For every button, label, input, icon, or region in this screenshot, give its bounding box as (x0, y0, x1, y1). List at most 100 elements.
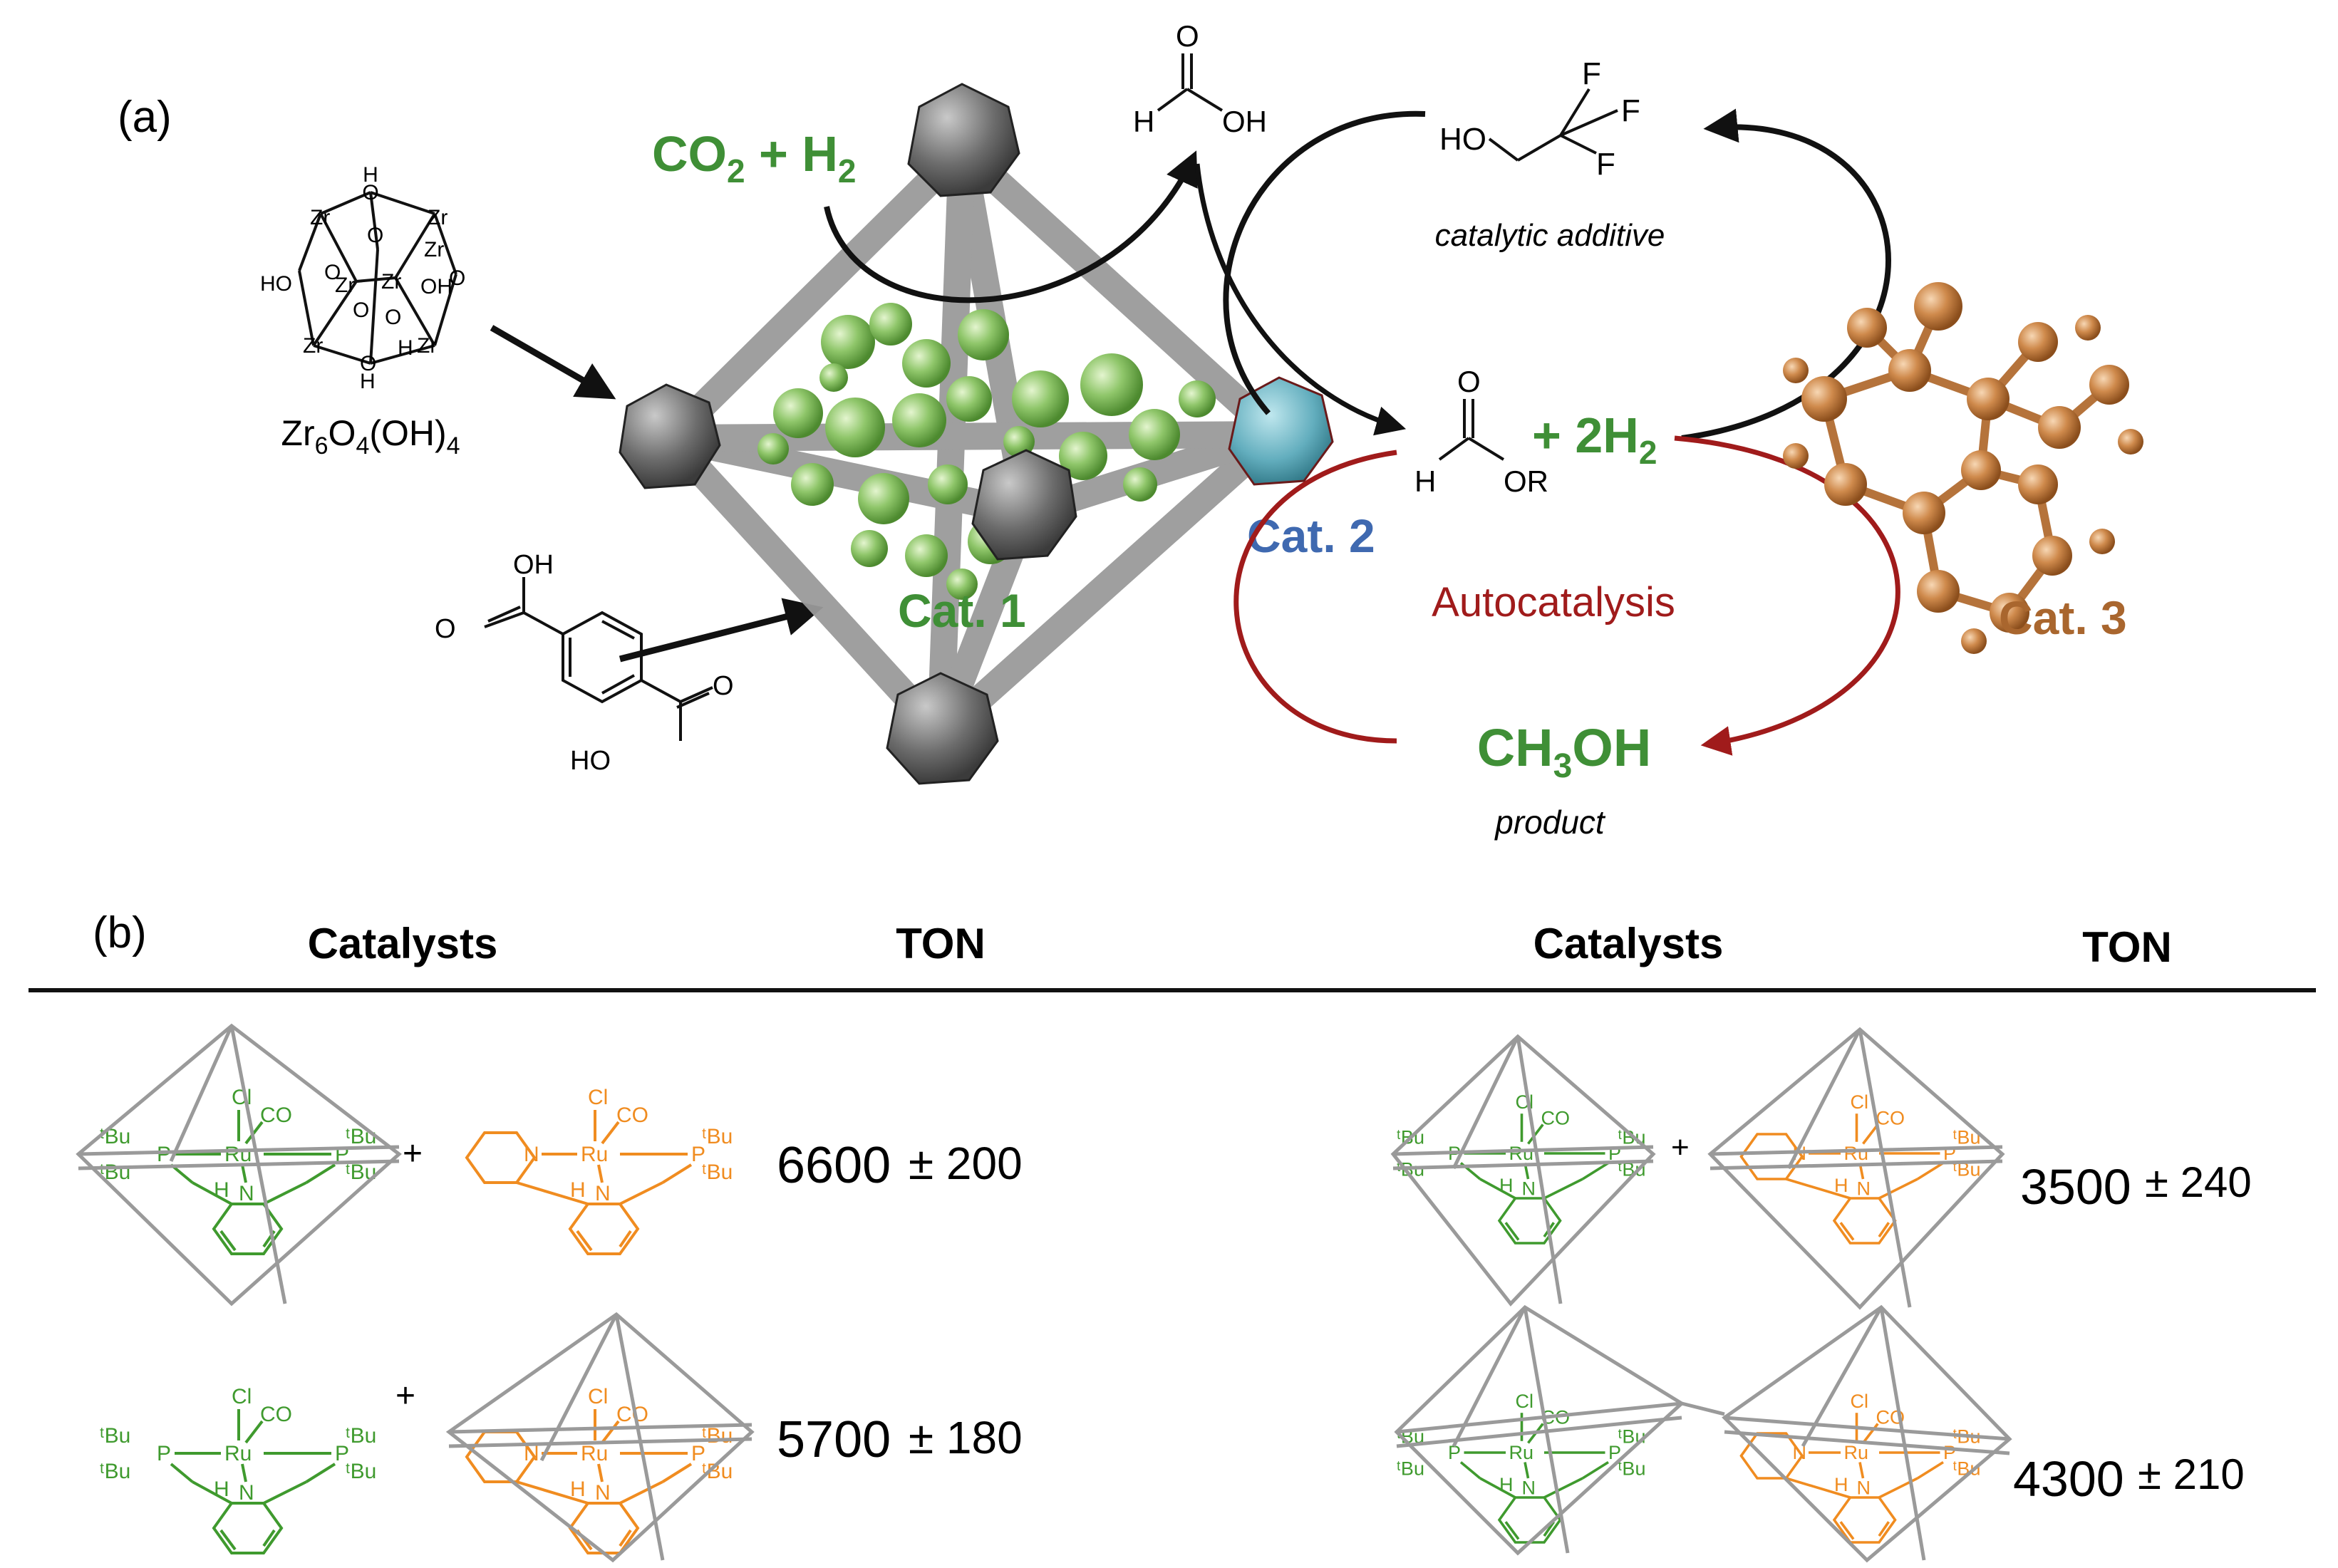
svg-text:Zr: Zr (381, 270, 401, 294)
n-atom: N (595, 1481, 611, 1505)
svg-text:F: F (1596, 147, 1615, 182)
linker-arrow (619, 598, 824, 663)
svg-text:H: H (360, 370, 376, 393)
mof-cage (1707, 1027, 2005, 1310)
h-atom: H (1834, 1474, 1848, 1495)
mof-node-center (971, 449, 1077, 561)
p-atom: P (691, 1442, 705, 1465)
zr-cluster-structure (298, 191, 457, 365)
h-atom: H (570, 1178, 586, 1202)
cl-ligand: Cl (588, 1385, 608, 1408)
svg-text:± 210: ± 210 (2138, 1450, 2245, 1498)
co-ligand: CO (1541, 1108, 1571, 1129)
plus-2h2: + 2H2 (1532, 407, 1657, 471)
ton-value-row2: 5700 ± 180 (777, 1411, 1023, 1468)
ton-value-row1: 6600 ± 200 (777, 1137, 1023, 1194)
svg-text:HO: HO (1439, 122, 1486, 157)
mof-octahedron (619, 83, 1334, 785)
ru-atom: Ru (1844, 1442, 1869, 1463)
panel-b-label: (b) (93, 908, 147, 957)
svg-text:4300: 4300 (2013, 1451, 2124, 1507)
svg-text:O: O (449, 266, 465, 290)
svg-text:5700: 5700 (777, 1411, 891, 1468)
cl-ligand: Cl (1851, 1091, 1869, 1113)
cat1-molecule (757, 303, 1216, 600)
additive-cycle-left (1223, 110, 1426, 415)
ru-atom: Ru (224, 1442, 252, 1465)
p-atom: P (335, 1442, 349, 1465)
cl-ligand: Cl (588, 1086, 608, 1109)
autocatalysis-label: Autocatalysis (1432, 579, 1675, 625)
svg-text:OH: OH (420, 275, 452, 298)
h-atom: H (570, 1478, 586, 1501)
mof-cage (1390, 1034, 1656, 1307)
plus-sign: + (1671, 1130, 1690, 1165)
svg-text:OH: OH (1222, 105, 1267, 138)
svg-text:F: F (1621, 93, 1640, 128)
p-atom: P (691, 1143, 705, 1166)
p-atom: P (1608, 1442, 1621, 1463)
tbu-group: ᵗBu (346, 1460, 376, 1483)
svg-text:O: O (362, 181, 378, 204)
svg-text:6600: 6600 (777, 1137, 891, 1194)
mof-cage (76, 1023, 402, 1307)
mof-node-left (619, 383, 721, 489)
svg-text:H: H (363, 163, 378, 187)
svg-text:HO: HO (260, 272, 292, 296)
p-atom: P (157, 1143, 171, 1166)
ton-value-row3: 3500 ± 240 (2020, 1158, 2252, 1215)
p-atom: P (157, 1442, 171, 1465)
tbu-group: ᵗBu (100, 1125, 130, 1148)
zr-cluster-atoms: H O Zr Zr O O Zr O HO Zr Zr OH O O Zr Zr… (260, 163, 465, 393)
plus-sign: + (403, 1135, 423, 1173)
h-atom: H (1834, 1175, 1848, 1196)
n-atom: N (1522, 1178, 1536, 1200)
additive-cycle-right (1681, 108, 1891, 441)
co-ligand: CO (260, 1403, 292, 1426)
cat1-label: Cat. 1 (898, 584, 1026, 637)
zr-atom: Zr (428, 206, 448, 229)
header-ton-right: TON (2082, 923, 2172, 971)
formate-ester: O H OR (1414, 365, 1548, 498)
product-caption: product (1494, 804, 1606, 841)
svg-text:± 240: ± 240 (2145, 1158, 2252, 1206)
header-ton-left: TON (896, 920, 986, 967)
svg-text:HO: HO (570, 746, 611, 776)
ru-atom: Ru (581, 1143, 608, 1166)
svg-text:3500: 3500 (2020, 1159, 2131, 1215)
tbu-group: ᵗBu (702, 1161, 733, 1184)
svg-text:O: O (1176, 19, 1199, 53)
header-catalysts-left: Catalysts (308, 920, 498, 967)
autocatalysis-arrow-left (1233, 450, 1397, 744)
mof-cage (1722, 1304, 2012, 1563)
cat3-label: Cat. 3 (1999, 591, 2127, 644)
linker-structure (484, 577, 713, 741)
co-ligand: CO (260, 1104, 292, 1127)
n-atom: N (1522, 1478, 1536, 1499)
svg-text:O: O (353, 298, 369, 322)
svg-text:O: O (360, 352, 376, 375)
svg-text:H: H (398, 336, 413, 360)
hydrogenation-arrow (824, 150, 1198, 303)
esterification-arrow (1194, 163, 1407, 436)
cat3-molecule (1783, 282, 2143, 654)
ru-atom: Ru (1509, 1442, 1534, 1463)
formic-acid: O H OH (1133, 19, 1267, 138)
tbu-group: ᵗBu (346, 1125, 376, 1148)
svg-text:H: H (1133, 105, 1154, 138)
trifluoroethanol: HO F F F (1439, 56, 1640, 182)
tbu-group: ᵗBu (346, 1424, 376, 1448)
n-atom: N (595, 1182, 611, 1205)
ru-atom: Ru (1509, 1143, 1534, 1164)
svg-text:± 180: ± 180 (909, 1412, 1023, 1463)
additive-caption: catalytic additive (1435, 218, 1665, 253)
zr-atom: Zr (310, 206, 330, 229)
header-catalysts-right: Catalysts (1533, 920, 1724, 967)
n-atom: N (239, 1481, 254, 1505)
svg-text:O: O (713, 671, 734, 701)
